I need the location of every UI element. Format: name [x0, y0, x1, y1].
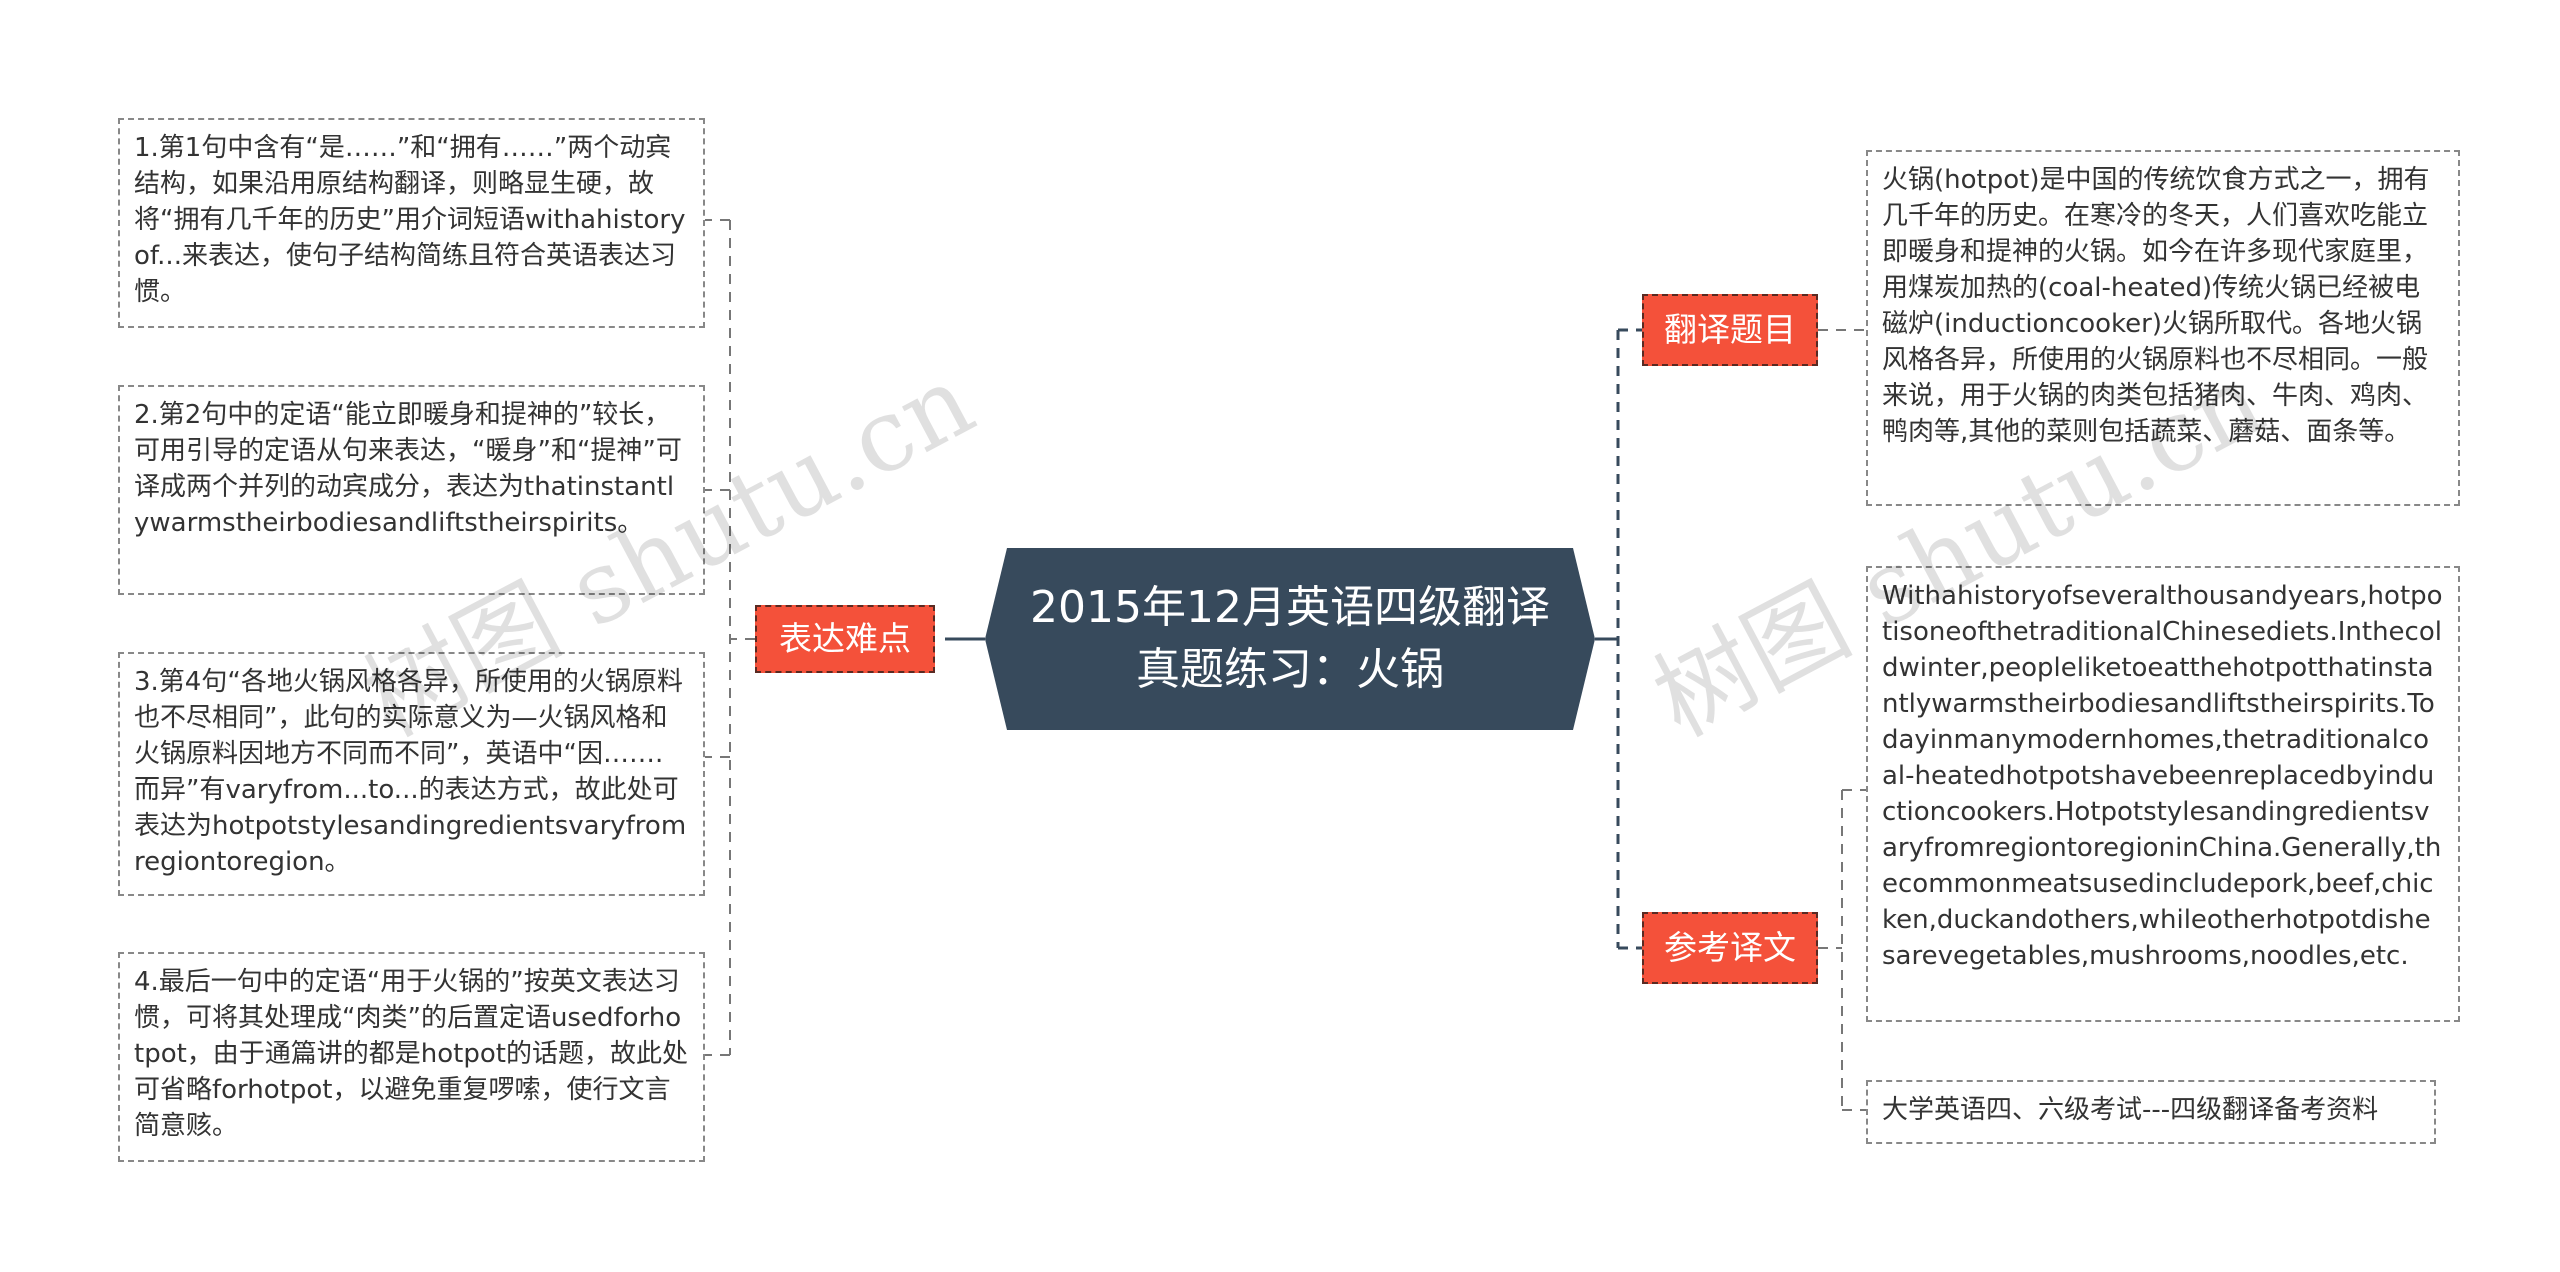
leaf-difficulty-1[interactable]: 1.第1句中含有“是……”和“拥有……”两个动宾结构，如果沿用原结构翻译，则略显… [118, 118, 705, 328]
center-topic[interactable]: 2015年12月英语四级翻译真题练习：火锅 [985, 548, 1595, 730]
leaf-difficulty-4[interactable]: 4.最后一句中的定语“用于火锅的”按英文表达习惯，可将其处理成“肉类”的后置定语… [118, 952, 705, 1162]
leaf-source-text[interactable]: 大学英语四、六级考试---四级翻译备考资料 [1866, 1080, 2436, 1144]
leaf-question-text[interactable]: 火锅(hotpot)是中国的传统饮食方式之一，拥有几千年的历史。在寒冷的冬天，人… [1866, 150, 2460, 506]
center-hexagon-shape [985, 548, 1595, 730]
leaf-difficulty-3[interactable]: 3.第4句“各地火锅风格各异，所使用的火锅原料也不尽相同”，此句的实际意义为—火… [118, 652, 705, 896]
branch-question[interactable]: 翻译题目 [1642, 294, 1818, 366]
branch-reference[interactable]: 参考译文 [1642, 912, 1818, 984]
leaf-translation-text[interactable]: Withahistoryofseveralthousandyears,hotpo… [1866, 566, 2460, 1022]
leaf-difficulty-2[interactable]: 2.第2句中的定语“能立即暖身和提神的”较长，可用引导的定语从句来表达，“暖身”… [118, 385, 705, 595]
branch-difficulties[interactable]: 表达难点 [755, 605, 935, 673]
center-title: 2015年12月英语四级翻译真题练习：火锅 [1030, 582, 1550, 695]
